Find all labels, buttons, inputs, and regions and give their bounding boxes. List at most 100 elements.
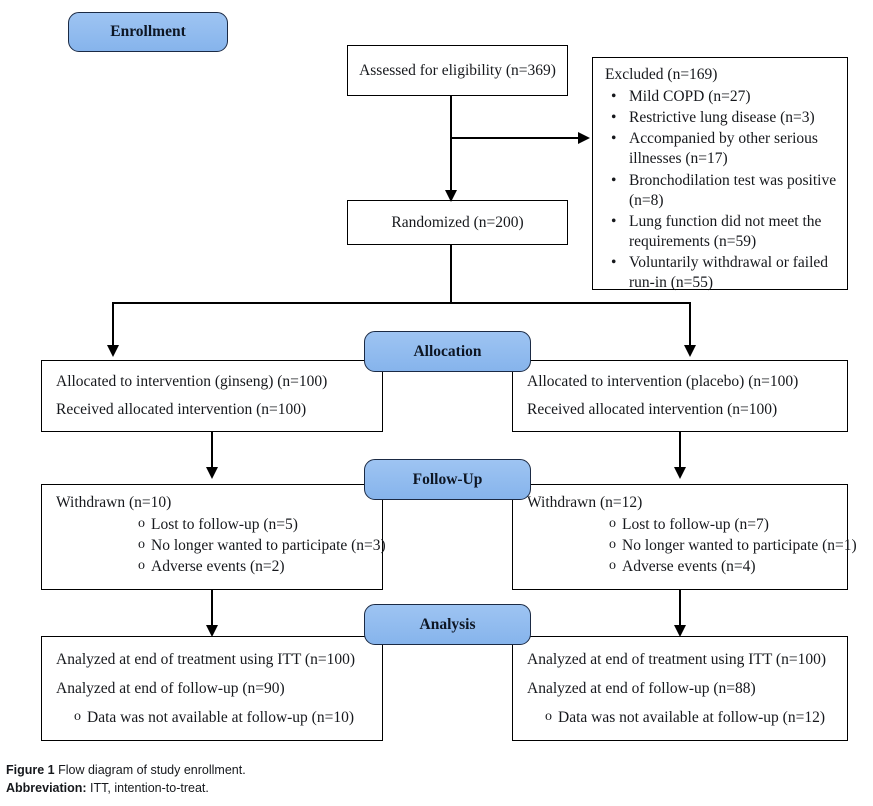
followup-left-item-text: Adverse events (n=2) bbox=[151, 557, 285, 575]
list-item: o Data was not available at follow-up (n… bbox=[74, 708, 354, 729]
list-item: o Adverse events (n=2) bbox=[138, 557, 386, 578]
connector-randomized-to-split bbox=[450, 245, 453, 303]
stage-label-followup: Follow-Up bbox=[412, 470, 483, 488]
list-item: o Adverse events (n=4) bbox=[609, 557, 857, 578]
arrowhead-assessed-to-randomized bbox=[444, 190, 457, 202]
list-item: o No longer wanted to participate (n=1) bbox=[609, 536, 857, 557]
stage-banner-followup: Follow-Up bbox=[364, 459, 531, 500]
analysis-left-sublist: o Data was not available at follow-up (n… bbox=[74, 708, 354, 729]
excluded-title: Excluded (n=169) bbox=[605, 66, 718, 83]
box-analysis-right: Analyzed at end of treatment using ITT (… bbox=[512, 636, 848, 741]
list-item: o Lost to follow-up (n=5) bbox=[138, 515, 386, 536]
analysis-left-line1: Analyzed at end of treatment using ITT (… bbox=[56, 651, 355, 668]
figure-caption-line2: Abbreviation: ITT, intention-to-treat. bbox=[6, 780, 606, 798]
arrowhead-to-excluded bbox=[578, 131, 590, 144]
box-excluded: Excluded (n=169) • Mild COPD (n=27) • Re… bbox=[592, 57, 848, 291]
box-analysis-left: Analyzed at end of treatment using ITT (… bbox=[41, 636, 383, 741]
circle-bullet-icon: o bbox=[609, 557, 616, 573]
connector-followup-to-analysis-left bbox=[211, 590, 214, 630]
assessed-text: Assessed for eligibility (n=369) bbox=[359, 62, 556, 79]
randomized-text: Randomized (n=200) bbox=[391, 214, 524, 231]
analysis-right-line1: Analyzed at end of treatment using ITT (… bbox=[527, 651, 826, 668]
analysis-left-line2: Analyzed at end of follow-up (n=90) bbox=[56, 680, 285, 697]
box-followup-left: Withdrawn (n=10) o Lost to follow-up (n=… bbox=[41, 484, 386, 590]
excluded-reason-text: Bronchodilation test was positive (n=8) bbox=[629, 171, 837, 209]
split-bus-line bbox=[113, 302, 691, 305]
analysis-right-sub-text: Data was not available at follow-up (n=1… bbox=[558, 709, 825, 726]
box-followup-right: Withdrawn (n=12) o Lost to follow-up (n=… bbox=[512, 484, 857, 590]
followup-right-list: o Lost to follow-up (n=7) o No longer wa… bbox=[609, 515, 857, 577]
bullet-icon: • bbox=[611, 171, 617, 189]
followup-right-item-text: Adverse events (n=4) bbox=[622, 557, 756, 575]
list-item: • Restrictive lung disease (n=3) bbox=[605, 108, 841, 128]
connector-allocation-to-followup-left bbox=[211, 432, 214, 472]
bullet-icon: • bbox=[611, 212, 617, 230]
figure-caption-text: Flow diagram of study enrollment. bbox=[58, 763, 246, 777]
followup-left-title: Withdrawn (n=10) bbox=[56, 494, 172, 511]
allocation-right-line1: Allocated to intervention (placebo) (n=1… bbox=[527, 373, 799, 390]
figure-caption: Figure 1 Flow diagram of study enrollmen… bbox=[6, 762, 606, 798]
analysis-left-sub-text: Data was not available at follow-up (n=1… bbox=[87, 709, 354, 726]
stage-label-analysis: Analysis bbox=[419, 615, 476, 633]
abbreviation-label: Abbreviation: bbox=[6, 780, 87, 795]
connector-to-excluded bbox=[451, 137, 579, 140]
list-item: • Mild COPD (n=27) bbox=[605, 87, 841, 107]
allocation-left-line1: Allocated to intervention (ginseng) (n=1… bbox=[56, 373, 328, 390]
analysis-right-sublist: o Data was not available at follow-up (n… bbox=[545, 708, 825, 729]
arrowhead-analysis-right bbox=[673, 625, 686, 637]
stage-banner-allocation: Allocation bbox=[364, 331, 531, 372]
allocation-right-line2: Received allocated intervention (n=100) bbox=[527, 401, 778, 418]
bullet-icon: • bbox=[611, 130, 617, 148]
excluded-reason-text: Mild COPD (n=27) bbox=[629, 88, 751, 105]
followup-left-item-text: No longer wanted to participate (n=3) bbox=[151, 536, 386, 554]
list-item: o Lost to follow-up (n=7) bbox=[609, 515, 857, 536]
excluded-reason-list: • Mild COPD (n=27) • Restrictive lung di… bbox=[605, 87, 841, 294]
stage-label-enrollment: Enrollment bbox=[110, 23, 186, 40]
connector-allocation-to-followup-right bbox=[679, 432, 682, 472]
excluded-reason-text: Voluntarily withdrawal or failed run-in … bbox=[629, 254, 829, 292]
arrowhead-followup-left bbox=[205, 467, 218, 479]
arrowhead-allocation-left bbox=[106, 345, 119, 357]
arrowhead-followup-right bbox=[673, 467, 686, 479]
connector-split-to-allocation-left bbox=[112, 302, 115, 349]
circle-bullet-icon: o bbox=[609, 516, 616, 531]
circle-bullet-icon: o bbox=[138, 536, 145, 552]
followup-left-list: o Lost to follow-up (n=5) o No longer wa… bbox=[138, 515, 386, 577]
followup-left-item-text: Lost to follow-up (n=5) bbox=[151, 516, 298, 533]
stage-banner-analysis: Analysis bbox=[364, 604, 531, 645]
connector-assessed-to-randomized bbox=[450, 96, 453, 200]
followup-right-item-text: Lost to follow-up (n=7) bbox=[622, 516, 769, 533]
list-item: • Accompanied by other serious illnesses… bbox=[605, 129, 841, 169]
abbreviation-text: ITT, intention-to-treat. bbox=[90, 780, 209, 795]
bullet-icon: • bbox=[611, 88, 617, 105]
allocation-left-line2: Received allocated intervention (n=100) bbox=[56, 401, 307, 418]
box-randomized: Randomized (n=200) bbox=[347, 200, 568, 245]
list-item: • Voluntarily withdrawal or failed run-i… bbox=[605, 253, 841, 293]
list-item: • Bronchodilation test was positive (n=8… bbox=[605, 171, 841, 211]
list-item: o Data was not available at follow-up (n… bbox=[545, 708, 825, 729]
excluded-reason-text: Restrictive lung disease (n=3) bbox=[629, 109, 815, 127]
analysis-right-line2: Analyzed at end of follow-up (n=88) bbox=[527, 680, 756, 697]
figure-caption-line1: Figure 1 Flow diagram of study enrollmen… bbox=[6, 762, 606, 780]
stage-banner-enrollment: Enrollment bbox=[68, 12, 228, 52]
box-allocation-left: Allocated to intervention (ginseng) (n=1… bbox=[41, 360, 383, 432]
circle-bullet-icon: o bbox=[138, 557, 145, 573]
bullet-icon: • bbox=[611, 109, 617, 127]
figure-number-label: Figure 1 bbox=[6, 763, 55, 777]
list-item: • Lung function did not meet the require… bbox=[605, 212, 841, 252]
excluded-reason-text: Lung function did not meet the requireme… bbox=[629, 212, 822, 250]
arrowhead-allocation-right bbox=[683, 345, 696, 357]
followup-right-title: Withdrawn (n=12) bbox=[527, 494, 643, 511]
list-item: o No longer wanted to participate (n=3) bbox=[138, 536, 386, 557]
connector-split-to-allocation-right bbox=[689, 302, 692, 349]
arrowhead-analysis-left bbox=[205, 625, 218, 637]
stage-label-allocation: Allocation bbox=[413, 342, 482, 360]
connector-followup-to-analysis-right bbox=[679, 590, 682, 630]
circle-bullet-icon: o bbox=[545, 709, 552, 724]
circle-bullet-icon: o bbox=[138, 516, 145, 531]
circle-bullet-icon: o bbox=[609, 536, 616, 552]
bullet-icon: • bbox=[611, 254, 617, 272]
excluded-reason-text: Accompanied by other serious illnesses (… bbox=[629, 130, 818, 168]
box-assessed-for-eligibility: Assessed for eligibility (n=369) bbox=[347, 45, 568, 96]
